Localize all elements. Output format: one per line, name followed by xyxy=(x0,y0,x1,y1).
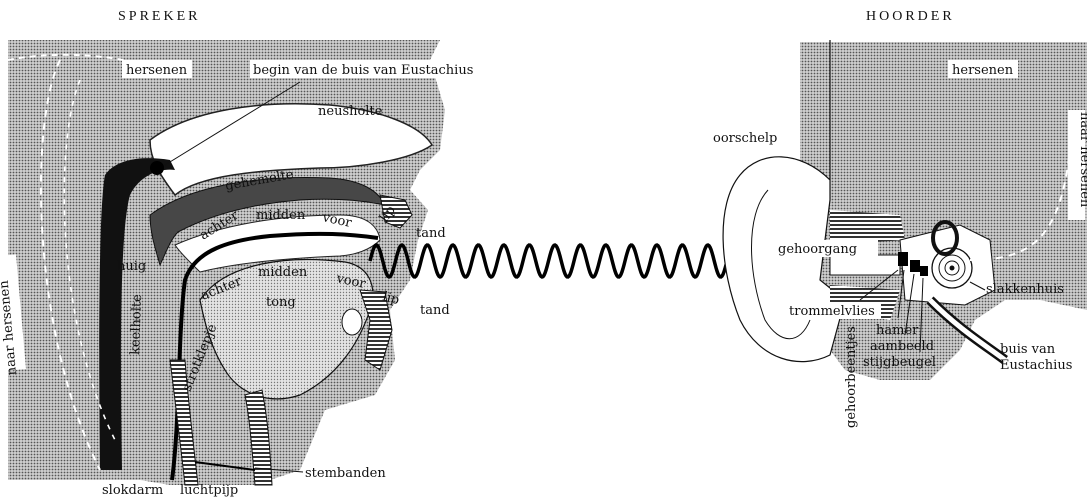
label-eustachius: Eustachius xyxy=(1000,358,1072,373)
ossicle-anvil xyxy=(910,260,920,272)
label-slokdarm: slokdarm xyxy=(102,483,163,497)
label-oorschelp: oorschelp xyxy=(713,131,777,146)
label-naar-hersenen-listener: naar hersenen xyxy=(1077,112,1087,208)
ossicle-hammer xyxy=(898,252,908,266)
label-aambeeld: aambeeld xyxy=(870,339,934,354)
ossicle-stirrup xyxy=(920,266,928,276)
label-midden-top: midden xyxy=(256,208,306,223)
label-slakkenhuis: slakkenhuis xyxy=(986,282,1064,297)
label-tong: tong xyxy=(266,295,296,310)
cochlea-spiral-3 xyxy=(950,266,955,271)
listener-header: HOORDER xyxy=(866,9,955,24)
label-gehoorgang: gehoorgang xyxy=(778,242,857,257)
label-buis-van: buis van xyxy=(1000,342,1056,357)
label-eustachius-begin: begin van de buis van Eustachius xyxy=(253,63,473,78)
ear-canal xyxy=(830,255,900,275)
label-neusholte: neusholte xyxy=(318,104,383,119)
label-midden-bottom: midden xyxy=(258,265,308,280)
label-stembanden: stembanden xyxy=(305,466,386,481)
ear-cartilage xyxy=(830,210,905,245)
lower-tooth xyxy=(342,309,362,335)
label-keelholte: keelholte xyxy=(128,294,145,355)
label-tand-bottom: tand xyxy=(420,303,450,318)
speaker-header: SPREKER xyxy=(118,9,200,24)
label-luchtpijp: luchtpijp xyxy=(180,483,238,497)
label-trommelvlies: trommelvlies xyxy=(789,304,875,319)
label-hersenen-speaker: hersenen xyxy=(126,63,188,78)
eustachian-opening xyxy=(150,161,164,175)
label-hersenen-listener: hersenen xyxy=(952,63,1014,78)
label-stijgbeugel: stijgbeugel xyxy=(863,355,936,370)
label-huig: huig xyxy=(117,259,146,274)
label-gehoorbeentjes: gehoorbeentjes xyxy=(844,326,859,428)
label-hamer: hamer xyxy=(876,323,919,338)
label-tand-top: tand xyxy=(416,226,446,241)
